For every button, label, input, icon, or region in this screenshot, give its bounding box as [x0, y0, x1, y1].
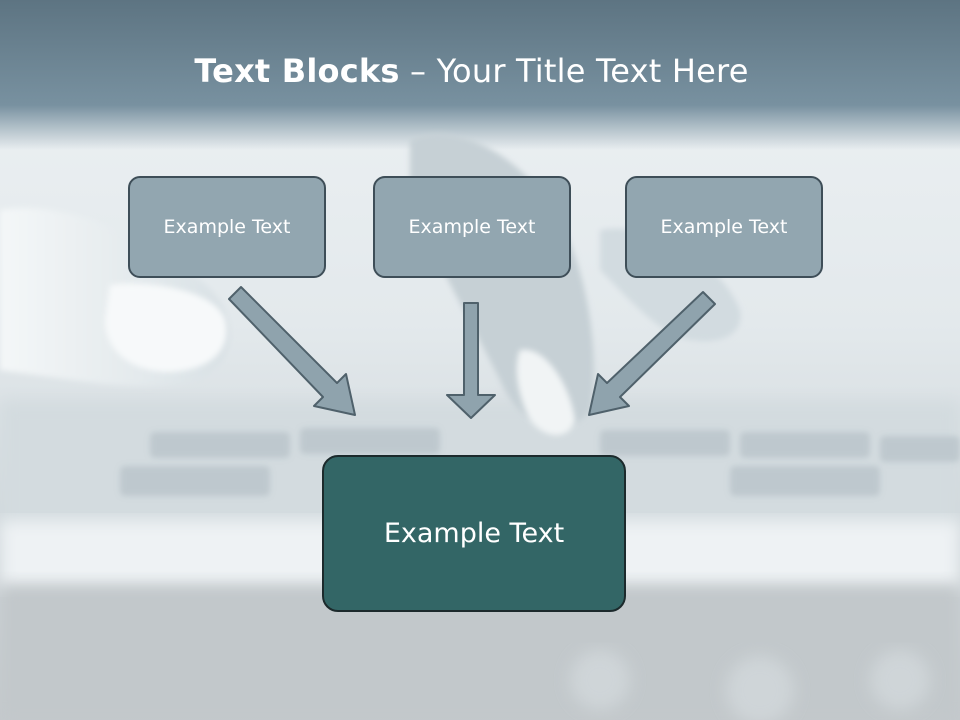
text-block-2-label: Example Text	[408, 216, 536, 238]
target-text-block[interactable]: Example Text	[322, 455, 626, 612]
arrow-middle	[446, 302, 496, 419]
text-block-1[interactable]: Example Text	[128, 176, 326, 278]
slide-title: Text Blocks – Your Title Text Here	[0, 52, 943, 90]
text-block-2[interactable]: Example Text	[373, 176, 571, 278]
header-band	[0, 0, 960, 150]
arrow-right	[588, 291, 716, 416]
title-rest: Your Title Text Here	[436, 52, 749, 90]
target-text-block-label: Example Text	[383, 518, 565, 549]
title-bold: Text Blocks	[194, 52, 400, 90]
arrow-left	[228, 286, 356, 416]
text-block-3-label: Example Text	[660, 216, 788, 238]
text-block-3[interactable]: Example Text	[625, 176, 823, 278]
title-separator: –	[399, 52, 437, 90]
text-block-1-label: Example Text	[163, 216, 291, 238]
